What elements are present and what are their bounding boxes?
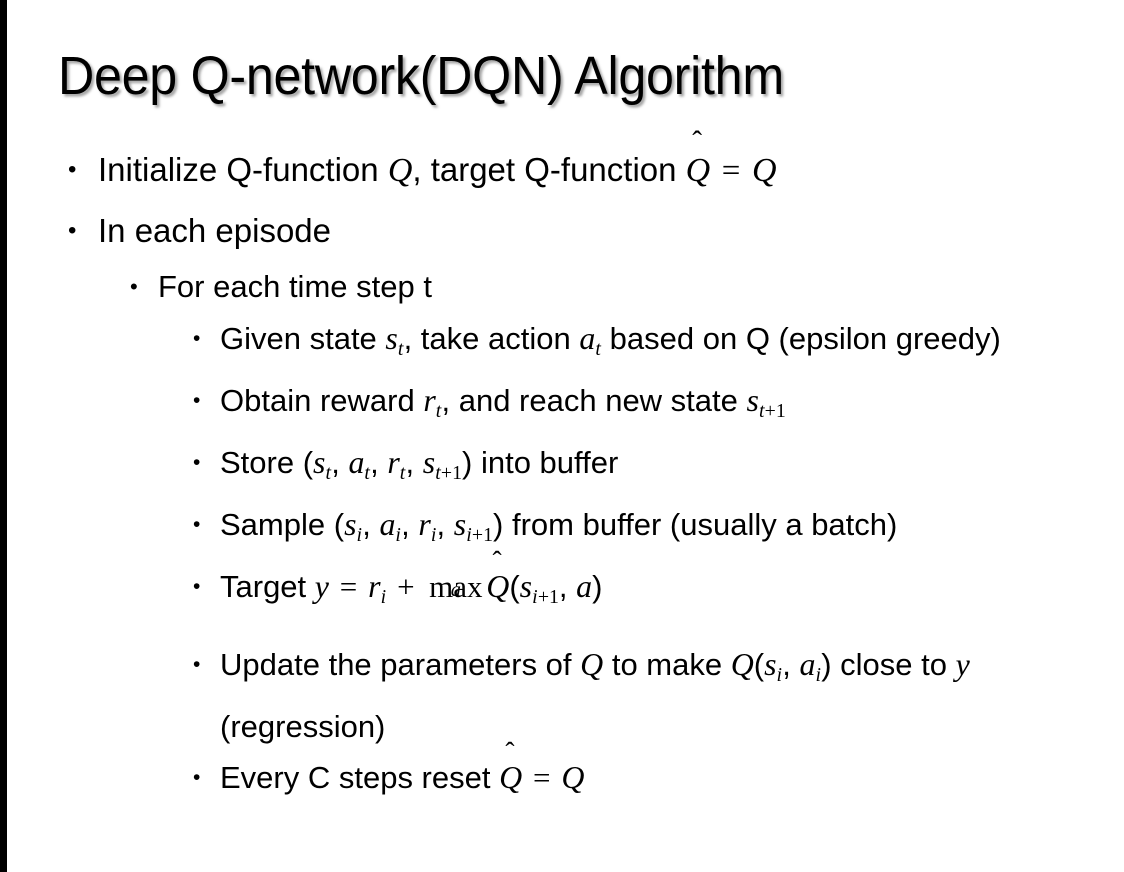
bullet-dot-icon: • <box>68 217 77 244</box>
bullet-dot-icon: • <box>193 450 201 474</box>
bullet-item-for-each-time-step: • For each time step t <box>0 261 1124 313</box>
bullet-item-in-each-episode: • In each episode <box>0 201 1124 261</box>
hat-accent: ˆ <box>492 546 502 577</box>
bullet-dot-icon: • <box>130 274 138 299</box>
left-edge-bar <box>0 0 7 872</box>
bullet-dot-icon: • <box>193 388 201 412</box>
bullet-dot-icon: • <box>68 156 77 183</box>
bullet-dot-icon: • <box>193 574 201 598</box>
hat-accent: ˆ <box>692 125 703 158</box>
bullet-item-store: • Store (st, at, rt, st+1) into buffer <box>0 437 1124 499</box>
page-title: Deep Q-network(DQN) Algorithm <box>58 46 784 106</box>
bullet-text: Obtain reward rt, and reach new state st… <box>220 382 786 422</box>
max-limit: a <box>450 578 461 601</box>
bullet-dot-icon: • <box>193 327 201 350</box>
bullet-text: For each time step t <box>158 269 432 304</box>
bullet-text: Update the parameters of Q to make Q(si,… <box>220 646 970 744</box>
bullet-item-given-state: • Given state st, take action at based on… <box>0 313 1124 375</box>
bullet-list: • Initialize Q-function Q, target Q-funct… <box>0 125 1124 803</box>
bullet-dot-icon: • <box>193 512 201 536</box>
bullet-text: Given state st, take action at based on … <box>220 321 1001 360</box>
bullet-item-obtain-reward: • Obtain reward rt, and reach new state s… <box>0 375 1124 437</box>
bullet-item-sample: • Sample (si, ai, ri, si+1) from buffer (… <box>0 499 1124 561</box>
bullet-dot-icon: • <box>193 652 201 676</box>
bullet-text: In each episode <box>98 212 332 249</box>
bullet-item-initialize: • Initialize Q-function Q, target Q-funct… <box>0 125 1124 201</box>
bullet-dot-icon: • <box>193 765 201 789</box>
hat-accent: ˆ <box>505 737 515 767</box>
bullet-text: Store (st, at, rt, st+1) into buffer <box>220 444 619 484</box>
bullet-text: Sample (si, ai, ri, si+1) from buffer (u… <box>220 506 898 546</box>
bullet-text: Initialize Q-function Q, target Q-functi… <box>98 125 1124 201</box>
bullet-item-update-parameters: • Update the parameters of Q to make Q(si… <box>0 639 1124 752</box>
